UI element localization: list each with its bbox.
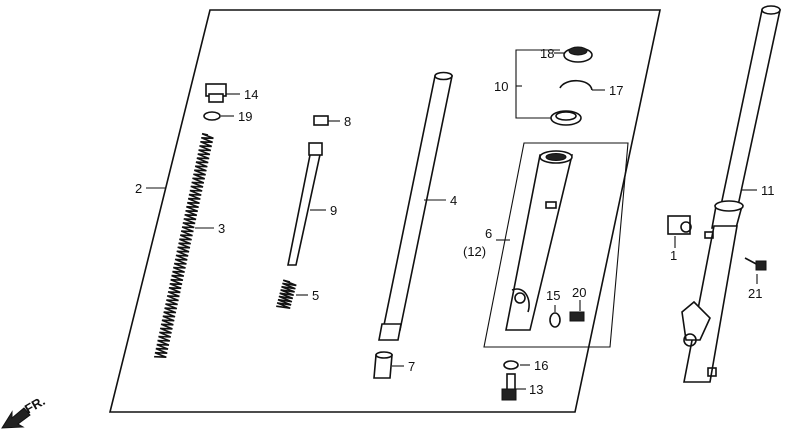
label-part-6-alt: (12) [463,244,486,259]
part-11-fork-assembly [681,5,781,383]
part-5-rebound-spring [276,279,308,309]
label-part-5: 5 [312,288,319,303]
label-part-13: 13 [529,382,543,397]
label-part-17: 17 [609,83,623,98]
part-10-oil-seal [550,110,582,126]
label-part-20: 20 [572,285,586,300]
label-part-6: 6 [485,226,492,241]
part-4-fork-pipe [378,71,453,341]
label-part-9: 9 [330,203,337,218]
slider-sub-panel [483,142,629,348]
part-19-o-ring [203,111,234,121]
label-part-16: 16 [534,358,548,373]
label-part-14: 14 [244,87,258,102]
part-20-drain-bolt [569,300,585,322]
label-part-4: 4 [450,193,457,208]
part-10-seal-set [515,49,560,119]
label-part-10: 10 [494,79,508,94]
label-part-1: 1 [670,248,677,263]
part-18-dust-seal [554,46,593,63]
part-9-damper-rod [287,142,326,266]
label-part-2: 2 [135,181,142,196]
part-13-socket-bolt [501,373,526,401]
label-part-18: 18 [540,46,554,61]
label-part-3: 3 [218,221,225,236]
front-direction-arrow-icon [1,407,31,429]
part-15-washer [549,305,561,328]
part-16-washer [503,360,530,370]
label-part-15: 15 [546,288,560,303]
label-part-11: 11 [761,183,775,198]
label-part-8: 8 [344,114,351,129]
part-21-bolt [744,257,767,284]
label-part-19: 19 [238,109,252,124]
main-parts-panel [108,9,661,413]
label-part-21: 21 [748,286,762,301]
part-17-stopper-ring [559,79,605,91]
part-3-fork-spring [154,132,214,358]
part-1-brake-hose-clamp [667,215,692,248]
part-7-bushing [373,351,404,379]
label-part-7: 7 [408,359,415,374]
part-6-fork-slider [496,150,574,331]
part-14-fork-bolt [205,83,240,103]
part-8-lock-nut [313,115,340,126]
